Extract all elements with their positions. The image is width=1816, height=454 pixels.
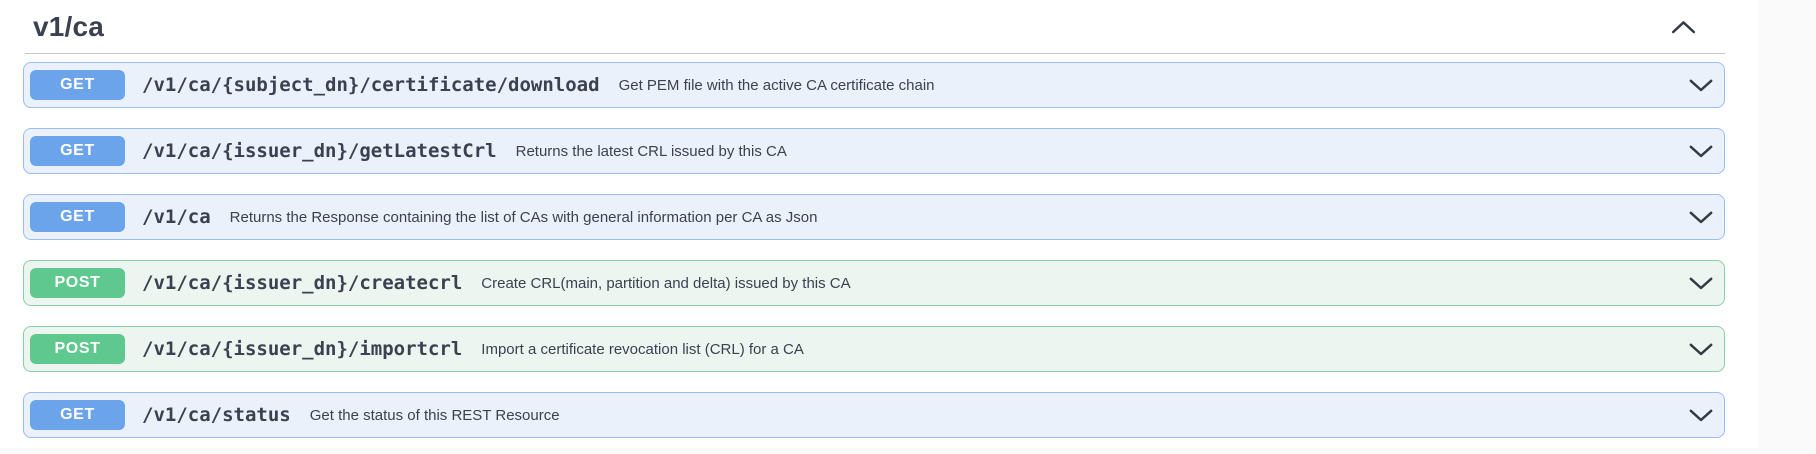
method-badge: POST — [30, 268, 125, 298]
api-section-panel: v1/ca GET /v1/ca/{subject_dn}/certificat… — [0, 0, 1758, 438]
operations-list: GET /v1/ca/{subject_dn}/certificate/down… — [0, 54, 1758, 438]
chevron-down-icon[interactable] — [1689, 211, 1713, 224]
operation-path: /v1/ca/{subject_dn}/certificate/download — [142, 74, 600, 96]
operation-row[interactable]: GET /v1/ca/status Get the status of this… — [23, 392, 1725, 438]
chevron-down-icon[interactable] — [1689, 79, 1713, 92]
operation-description: Import a certificate revocation list (CR… — [481, 340, 804, 358]
operation-row[interactable]: GET /v1/ca/{issuer_dn}/getLatestCrl Retu… — [23, 128, 1725, 174]
method-badge: GET — [30, 136, 125, 166]
method-badge: GET — [30, 202, 125, 232]
operation-row[interactable]: POST /v1/ca/{issuer_dn}/importcrl Import… — [23, 326, 1725, 372]
operation-description: Returns the latest CRL issued by this CA — [515, 142, 787, 160]
operation-description: Get the status of this REST Resource — [309, 406, 560, 424]
chevron-down-icon[interactable] — [1689, 145, 1713, 158]
chevron-down-icon[interactable] — [1689, 277, 1713, 290]
operation-description: Create CRL(main, partition and delta) is… — [481, 274, 851, 292]
operation-path: /v1/ca/{issuer_dn}/createcrl — [142, 272, 463, 294]
method-badge: GET — [30, 70, 125, 100]
operation-row[interactable]: GET /v1/ca Returns the Response containi… — [23, 194, 1725, 240]
section-collapse-button[interactable] — [1667, 16, 1700, 38]
section-title[interactable]: v1/ca — [33, 10, 105, 42]
operation-description: Get PEM file with the active CA certific… — [618, 76, 935, 94]
chevron-down-icon[interactable] — [1689, 409, 1713, 422]
method-badge: GET — [30, 400, 125, 430]
operation-path: /v1/ca/{issuer_dn}/getLatestCrl — [142, 140, 497, 162]
operation-description: Returns the Response containing the list… — [229, 208, 818, 226]
operation-path: /v1/ca/{issuer_dn}/importcrl — [142, 338, 463, 360]
chevron-down-icon[interactable] — [1689, 343, 1713, 356]
method-badge: POST — [30, 334, 125, 364]
chevron-up-icon — [1671, 20, 1696, 34]
operation-row[interactable]: GET /v1/ca/{subject_dn}/certificate/down… — [23, 62, 1725, 108]
operation-path: /v1/ca/status — [142, 404, 291, 426]
section-header: v1/ca — [25, 0, 1725, 54]
operation-row[interactable]: POST /v1/ca/{issuer_dn}/createcrl Create… — [23, 260, 1725, 306]
operation-path: /v1/ca — [142, 206, 211, 228]
